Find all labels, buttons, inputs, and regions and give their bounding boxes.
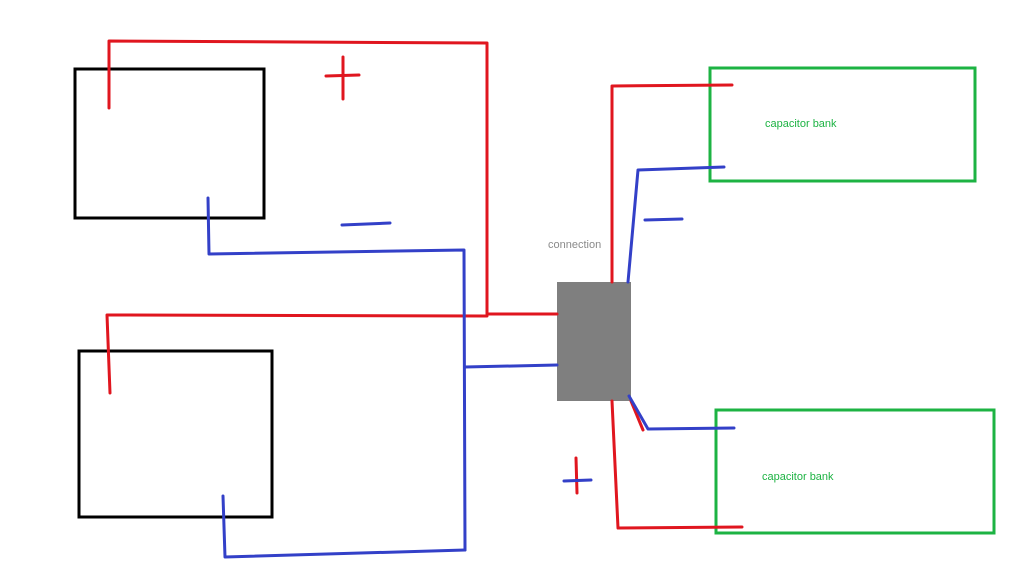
plus-sign-bottom <box>562 456 593 495</box>
positive-wire-bottom-battery <box>105 313 489 395</box>
connection-label: connection <box>548 239 601 251</box>
battery-top <box>73 67 266 220</box>
capacitor-bank-top-label: capacitor bank <box>765 118 837 130</box>
capacitor-bank-bottom-box <box>714 408 996 535</box>
capacitor-bank-top-box <box>708 66 977 183</box>
negative-wire-capacitor-top <box>626 165 726 284</box>
minus-sign-right <box>643 217 684 222</box>
plus-sign-top <box>324 55 361 101</box>
battery-bottom <box>77 349 274 519</box>
negative-wire-bottom-battery <box>221 494 467 559</box>
negative-wire-to-connection <box>463 363 559 369</box>
minus-sign-top <box>340 221 392 227</box>
positive-wire-capacitor-top <box>610 83 734 284</box>
negative-wire-top-battery <box>206 196 467 552</box>
connection-block <box>557 282 631 401</box>
positive-wire-top-battery <box>107 39 559 316</box>
positive-wire-capacitor-bottom <box>610 399 744 530</box>
negative-wire-capacitor-bottom <box>627 394 736 431</box>
capacitor-bank-bottom-label: capacitor bank <box>762 471 834 483</box>
